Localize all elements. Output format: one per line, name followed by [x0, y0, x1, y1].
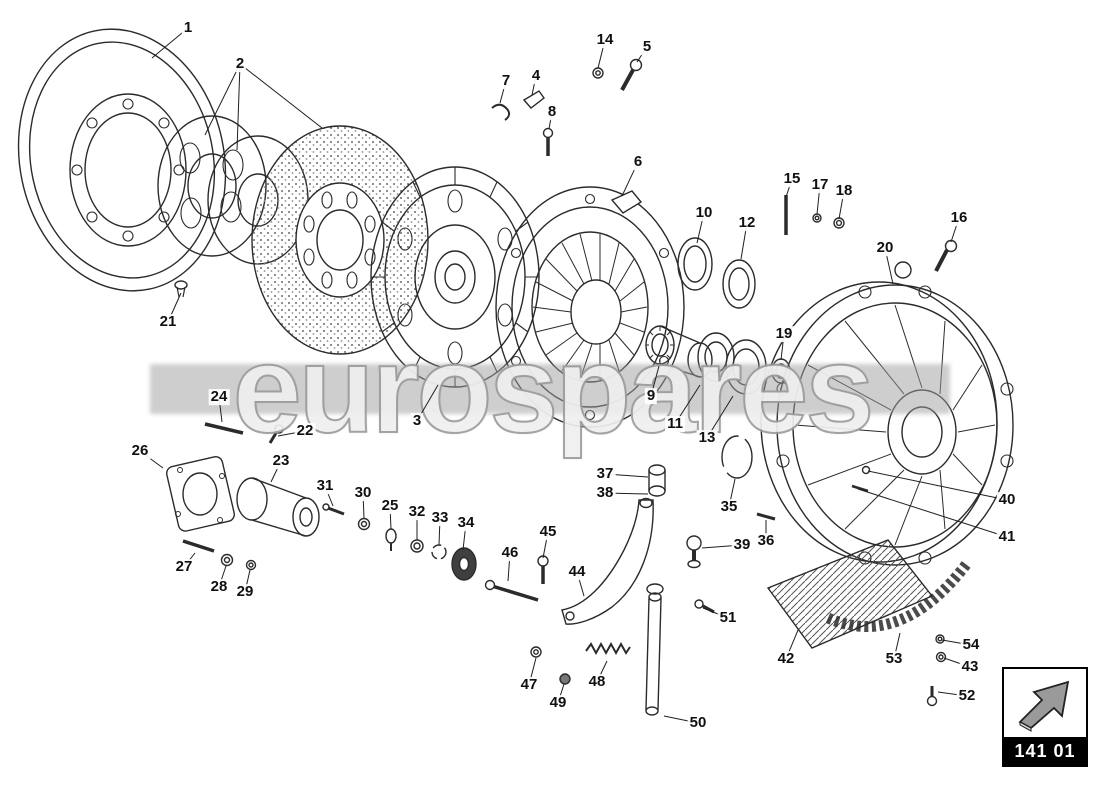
part-label-34: 34: [455, 514, 477, 532]
part-label-40: 40: [996, 491, 1018, 509]
part-label-49: 49: [547, 694, 569, 712]
part-label-47: 47: [518, 676, 540, 694]
part-label-54: 54: [960, 636, 982, 654]
part-label-52: 52: [956, 687, 978, 705]
part-label-41: 41: [996, 528, 1018, 546]
part-label-1: 1: [181, 19, 195, 37]
part-label-17: 17: [809, 176, 831, 194]
part-label-11: 11: [665, 415, 685, 433]
part-label-46: 46: [499, 544, 521, 562]
part-label-15: 15: [781, 170, 803, 188]
part-label-10: 10: [693, 204, 715, 222]
part-label-24: 24: [208, 388, 230, 406]
part-label-5: 5: [640, 38, 654, 56]
part-label-16: 16: [948, 209, 970, 227]
part-label-13: 13: [696, 429, 718, 447]
part-label-33: 33: [429, 509, 451, 527]
part-label-9: 9: [644, 387, 658, 405]
part-label-44: 44: [566, 563, 588, 581]
part-label-43: 43: [959, 658, 981, 676]
part-label-48: 48: [586, 673, 608, 691]
part-label-26: 26: [129, 442, 151, 460]
part-label-6: 6: [631, 153, 645, 171]
part-label-2: 2: [233, 55, 247, 73]
part-label-36: 36: [755, 532, 777, 550]
part-label-50: 50: [687, 714, 709, 732]
part-label-12: 12: [736, 214, 758, 232]
part-label-38: 38: [594, 484, 616, 502]
page-code: 141 01: [1004, 737, 1086, 765]
part-label-29: 29: [234, 583, 256, 601]
part-label-4: 4: [529, 67, 543, 85]
part-label-31: 31: [314, 477, 336, 495]
part-label-51: 51: [717, 609, 739, 627]
arrow-area: [1004, 669, 1086, 737]
page-code-box[interactable]: 141 01: [1002, 667, 1088, 767]
part-label-23: 23: [270, 452, 292, 470]
part-label-35: 35: [718, 498, 740, 516]
direction-arrow-icon: [1018, 680, 1070, 732]
part-label-7: 7: [499, 72, 513, 90]
part-label-39: 39: [731, 536, 753, 554]
part-label-19: 19: [773, 325, 795, 343]
part-label-30: 30: [352, 484, 374, 502]
watermark-band: [150, 364, 950, 414]
part-label-20: 20: [874, 239, 896, 257]
part-label-42: 42: [775, 650, 797, 668]
part-label-27: 27: [173, 558, 195, 576]
part-label-37: 37: [594, 465, 616, 483]
part-label-21: 21: [157, 313, 179, 331]
part-label-18: 18: [833, 182, 855, 200]
part-label-45: 45: [537, 523, 559, 541]
part-label-8: 8: [545, 103, 559, 121]
part-label-28: 28: [208, 578, 230, 596]
part-label-32: 32: [406, 503, 428, 521]
part-label-53: 53: [883, 650, 905, 668]
part-label-25: 25: [379, 497, 401, 515]
part-label-22: 22: [294, 422, 316, 440]
part-label-3: 3: [410, 412, 424, 430]
part-label-14: 14: [594, 31, 616, 49]
